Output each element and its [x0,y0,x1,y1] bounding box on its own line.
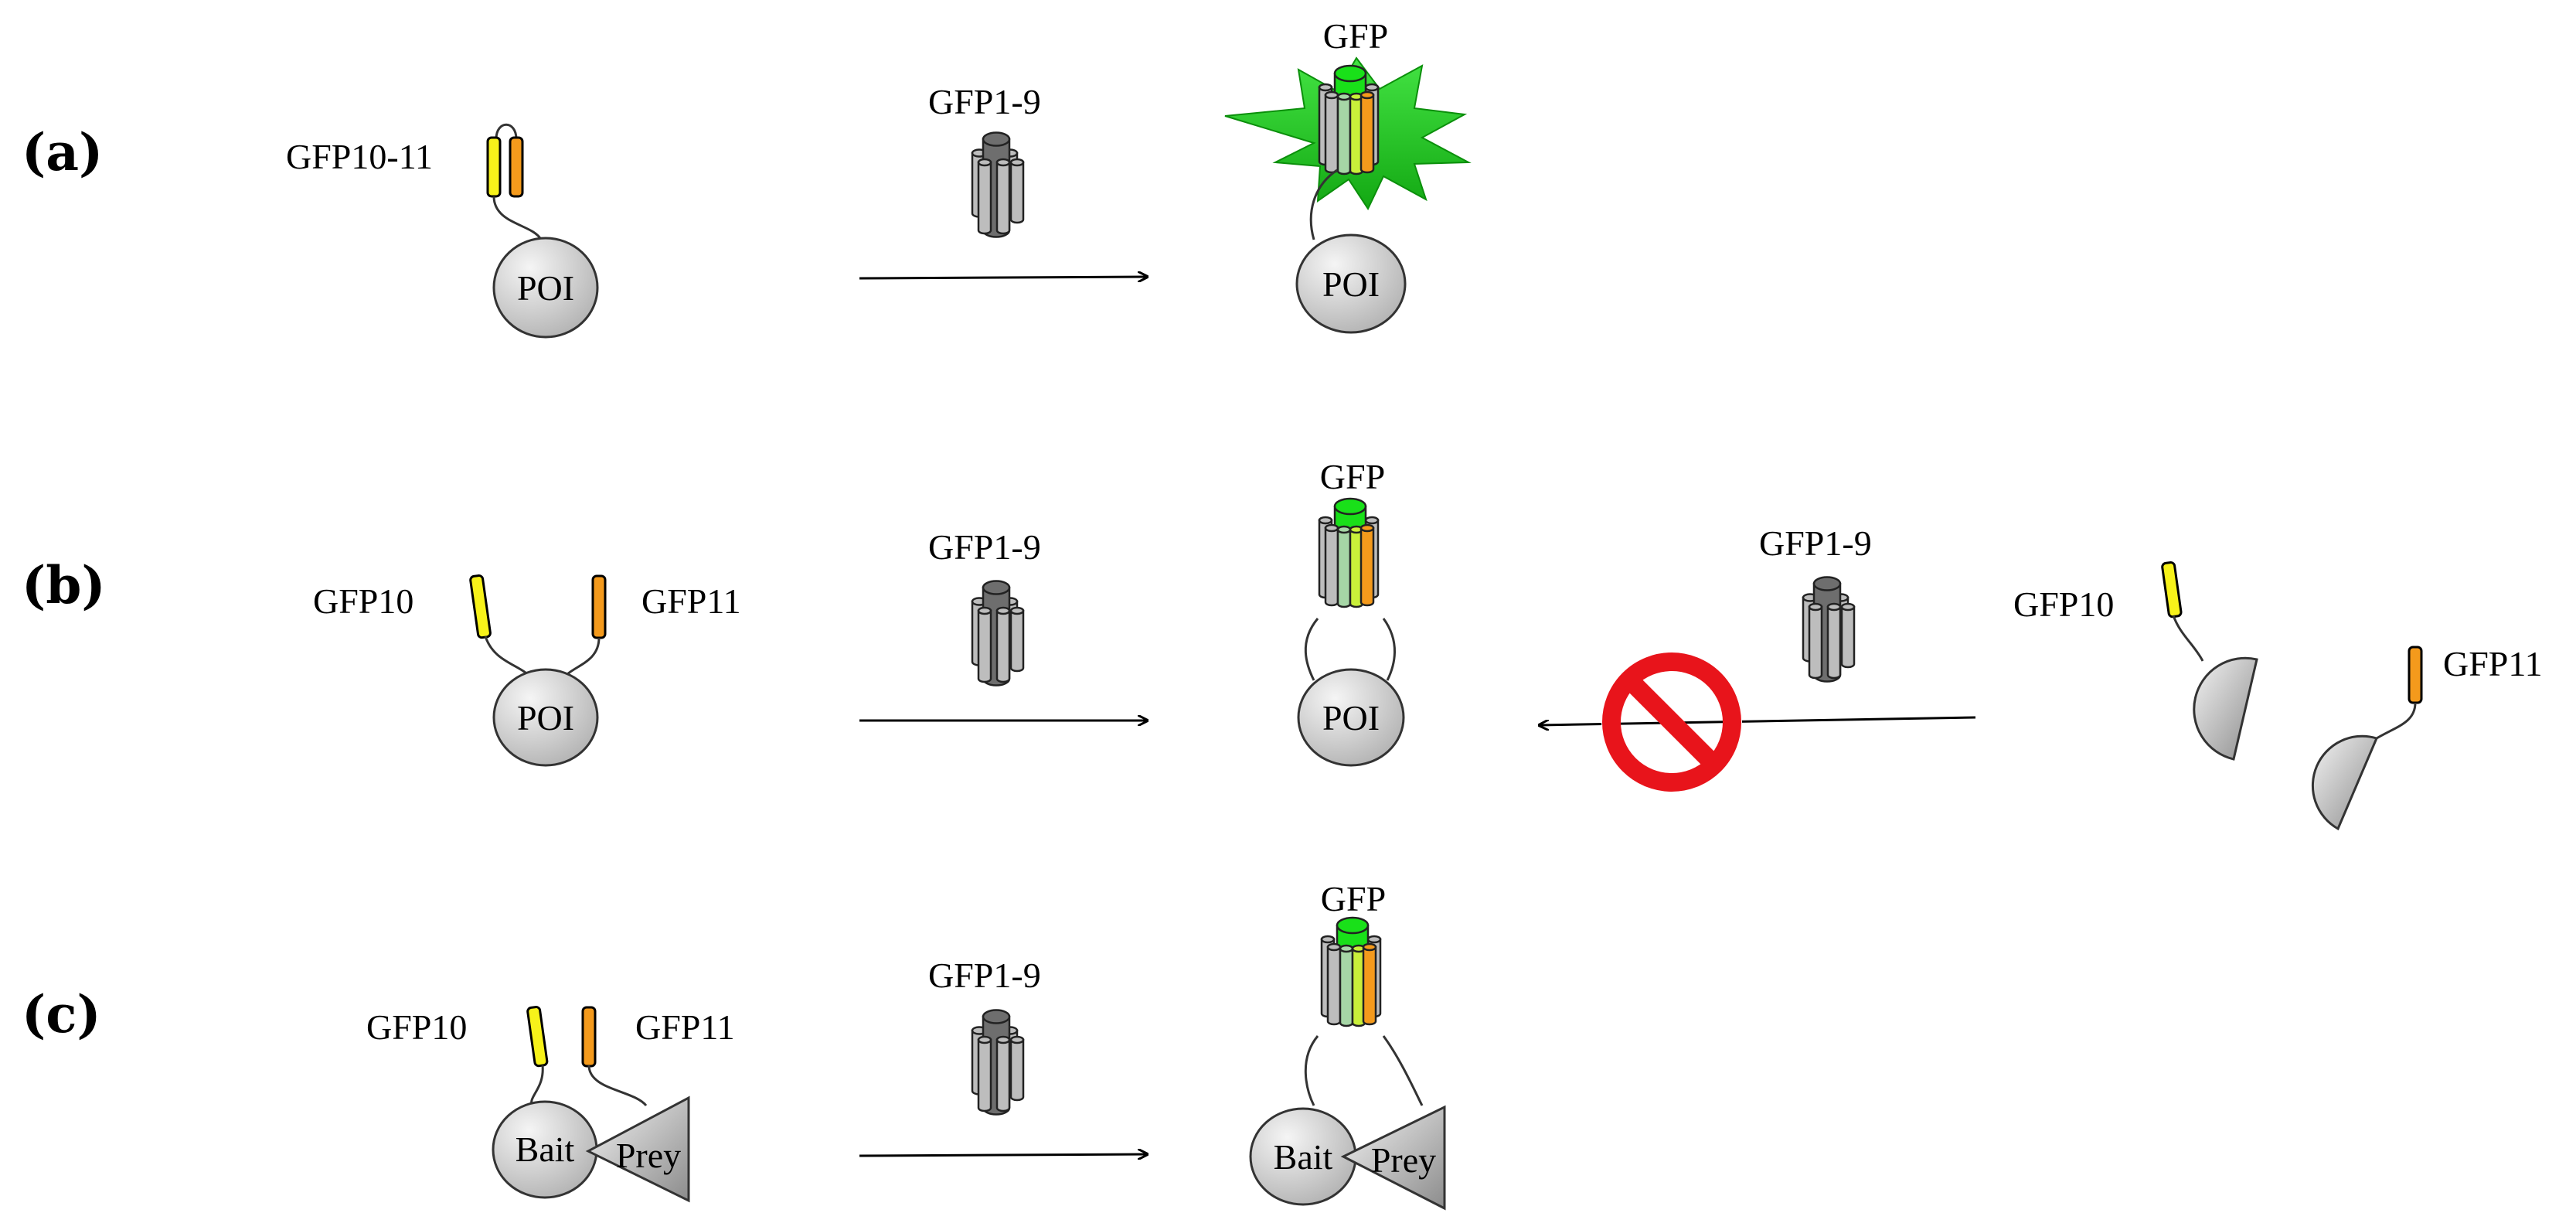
poi-protein-b-product: POI [1297,668,1405,767]
barrel-strand [1009,1035,1025,1102]
barrel-strand-gfp11 [1362,942,1377,1026]
barrel-strand [1336,92,1352,175]
barrel-strand [1840,602,1856,669]
barrel-strand [1808,602,1823,680]
barrel-strand-gfp10 [1351,944,1366,1027]
barrel-strand [995,1035,1011,1112]
bait-protein-product-label: Bait [1274,1137,1333,1177]
barrel-strand [1009,158,1025,224]
poi-protein-label: POI [517,268,574,308]
bait-protein: Bait [492,1100,598,1199]
gfp-product-label: GFP [1323,16,1388,56]
prey-protein: Prey [585,1095,690,1203]
gfp1-9-barrel-c-icon [971,1009,1025,1116]
poi-protein: POI [492,237,599,339]
bait-protein-product: Bait [1249,1107,1357,1206]
barrel-strand [1339,944,1354,1027]
split-gfp10-label: GFP10 [2013,584,2114,624]
gfp-barrel-b-icon [1318,497,1380,608]
right-arrow-icon [859,277,1147,278]
gfp1-9-label-c: GFP1-9 [928,956,1041,995]
barrel-strand [977,158,992,235]
panel-a-letter: (a) [22,122,103,182]
gfp1-9-label: GFP1-9 [928,82,1041,121]
gfp1-9-reverse-label: GFP1-9 [1759,523,1872,563]
right-arrow-c-icon [859,1154,1147,1156]
split-gfp11-label: GFP11 [2443,644,2543,683]
barrel-strand-gfp11 [1359,90,1375,174]
gfp1-9-barrel-icon [971,131,1025,238]
gfp1-9-barrel-reverse-icon [1802,576,1856,683]
barrel-strand [977,606,992,683]
prey-protein-product-label: Prey [1371,1140,1436,1180]
barrel-strand [977,1035,992,1112]
barrel-strand-gfp11 [1359,523,1375,607]
gfp10-label: GFP10 [313,581,413,621]
gfp1-9-barrel-b-icon [971,580,1025,687]
gfp-product-b-label: GFP [1320,457,1385,496]
barrel-strand [995,606,1011,683]
barrel-strand [1009,606,1025,673]
poi-protein-b: POI [492,668,599,767]
barrel-strand [1324,90,1339,174]
prey-protein-product: Prey [1340,1105,1446,1211]
panel-c-letter: (c) [22,984,101,1044]
gfp10-label-c: GFP10 [366,1007,467,1047]
poi-protein-product-label: POI [1322,264,1380,304]
poi-protein-product: POI [1295,233,1407,334]
split-half-protein-2 [2311,734,2379,831]
gfp11-strand-c-icon [581,1006,597,1068]
barrel-strand [995,158,1011,235]
gfp10-strand-icon [469,574,492,639]
gfp1-9-label-b: GFP1-9 [928,527,1041,567]
barrel-strand [1324,523,1339,607]
gfp-barrel-c-icon [1320,916,1382,1027]
gfp10-11-label: GFP10-11 [286,137,433,176]
no-entry-icon [1601,652,1742,792]
panel-b-letter: (b) [22,555,106,615]
poi-protein-b-label: POI [517,698,574,738]
split-gfp11-strand-icon [2408,646,2423,704]
split-gfp10-strand-icon [2161,561,2183,618]
poi-protein-b-product-label: POI [1322,698,1380,738]
gfp10-11-strand-pair-icon [486,123,543,240]
gfp-product-c-label: GFP [1321,879,1386,918]
barrel-strand [1826,602,1842,680]
barrel-strand-gfp10 [1349,525,1364,608]
barrel-strand [1326,942,1342,1026]
gfp11-label-c: GFP11 [635,1007,735,1047]
gfp10-strand-c-icon [526,1006,549,1068]
bait-protein-label: Bait [516,1129,575,1169]
barrel-strand [1336,525,1352,608]
gfp-barrel-a-icon [1318,64,1380,175]
split-half-protein-1 [2193,656,2258,761]
gfp11-strand-icon [591,574,607,639]
gfp11-label: GFP11 [641,581,741,621]
prey-protein-label: Prey [616,1136,681,1175]
